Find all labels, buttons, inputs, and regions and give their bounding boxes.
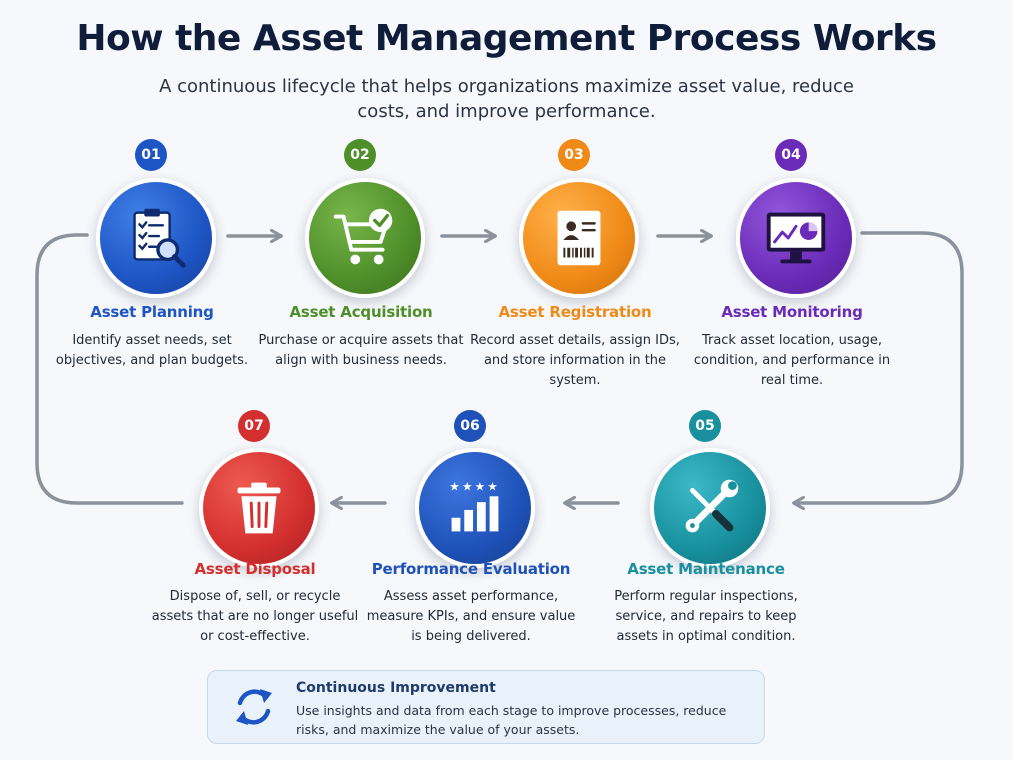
step-2-badge: 02 xyxy=(344,139,376,171)
step-7-description: Dispose of, sell, or recycle assets that… xyxy=(151,589,359,644)
continuous-improvement-title: Continuous Improvement xyxy=(296,680,496,696)
shopping-cart-check-icon xyxy=(333,208,393,265)
step-3-circle xyxy=(519,178,639,298)
loop-return-7-to-1 xyxy=(35,233,184,505)
step-4-circle xyxy=(736,178,856,298)
step-5-description: Perform regular inspections, service, an… xyxy=(614,589,798,644)
step-4-title: Asset Monitoring xyxy=(721,303,863,321)
wrench-screwdriver-icon xyxy=(685,479,739,533)
step-6-circle: ★★★★ xyxy=(415,448,535,568)
step-2-circle xyxy=(305,178,425,298)
page-subtitle: A continuous lifecycle that helps organi… xyxy=(159,76,854,122)
continuous-improvement-text: Use insights and data from each stage to… xyxy=(296,703,727,737)
step-6-title: Performance Evaluation xyxy=(371,560,571,578)
refresh-cycle-icon xyxy=(236,689,272,725)
step-4-description: Track asset location, usage, condition, … xyxy=(693,333,891,388)
step-7-badge: 07 xyxy=(238,410,270,442)
step-1-badge: 01 xyxy=(135,139,167,171)
step-5-badge: 05 xyxy=(689,410,721,442)
star-rating-bar-chart-icon: ★★★★ xyxy=(449,479,499,532)
step-3-badge: 03 xyxy=(558,139,590,171)
loop-arrow-4-to-5 xyxy=(795,231,964,503)
step-3-description: Record asset details, assign IDs, and st… xyxy=(470,333,680,388)
svg-text:★: ★ xyxy=(449,479,459,493)
step-1-title: Asset Planning xyxy=(90,303,214,321)
step-6-badge: 06 xyxy=(454,410,486,442)
step-5-title: Asset Maintenance xyxy=(627,560,785,578)
svg-text:★: ★ xyxy=(475,479,485,493)
svg-text:★: ★ xyxy=(487,479,497,493)
trash-can-icon xyxy=(237,482,281,534)
step-7-circle xyxy=(199,448,319,568)
step-7-title: Asset Disposal xyxy=(194,560,316,578)
checklist-magnifier-icon xyxy=(133,208,186,268)
step-2-title: Asset Acquisition xyxy=(289,303,433,321)
monitor-chart-icon xyxy=(766,212,826,264)
step-3-title: Asset Registration xyxy=(498,303,652,321)
step-2-description: Purchase or acquire assets that align wi… xyxy=(258,333,464,368)
step-1-description: Identify asset needs, set objectives, an… xyxy=(55,333,249,368)
continuous-improvement-box: Continuous Improvement Use insights and … xyxy=(207,670,765,744)
step-5-circle xyxy=(650,448,770,568)
step-1-circle xyxy=(96,178,216,298)
id-card-barcode-icon xyxy=(557,210,601,266)
step-6-description: Assess asset performance, measure KPIs, … xyxy=(366,589,576,644)
page-title: How the Asset Management Process Works xyxy=(76,18,937,59)
svg-text:★: ★ xyxy=(462,479,472,493)
step-4-badge: 04 xyxy=(775,139,807,171)
